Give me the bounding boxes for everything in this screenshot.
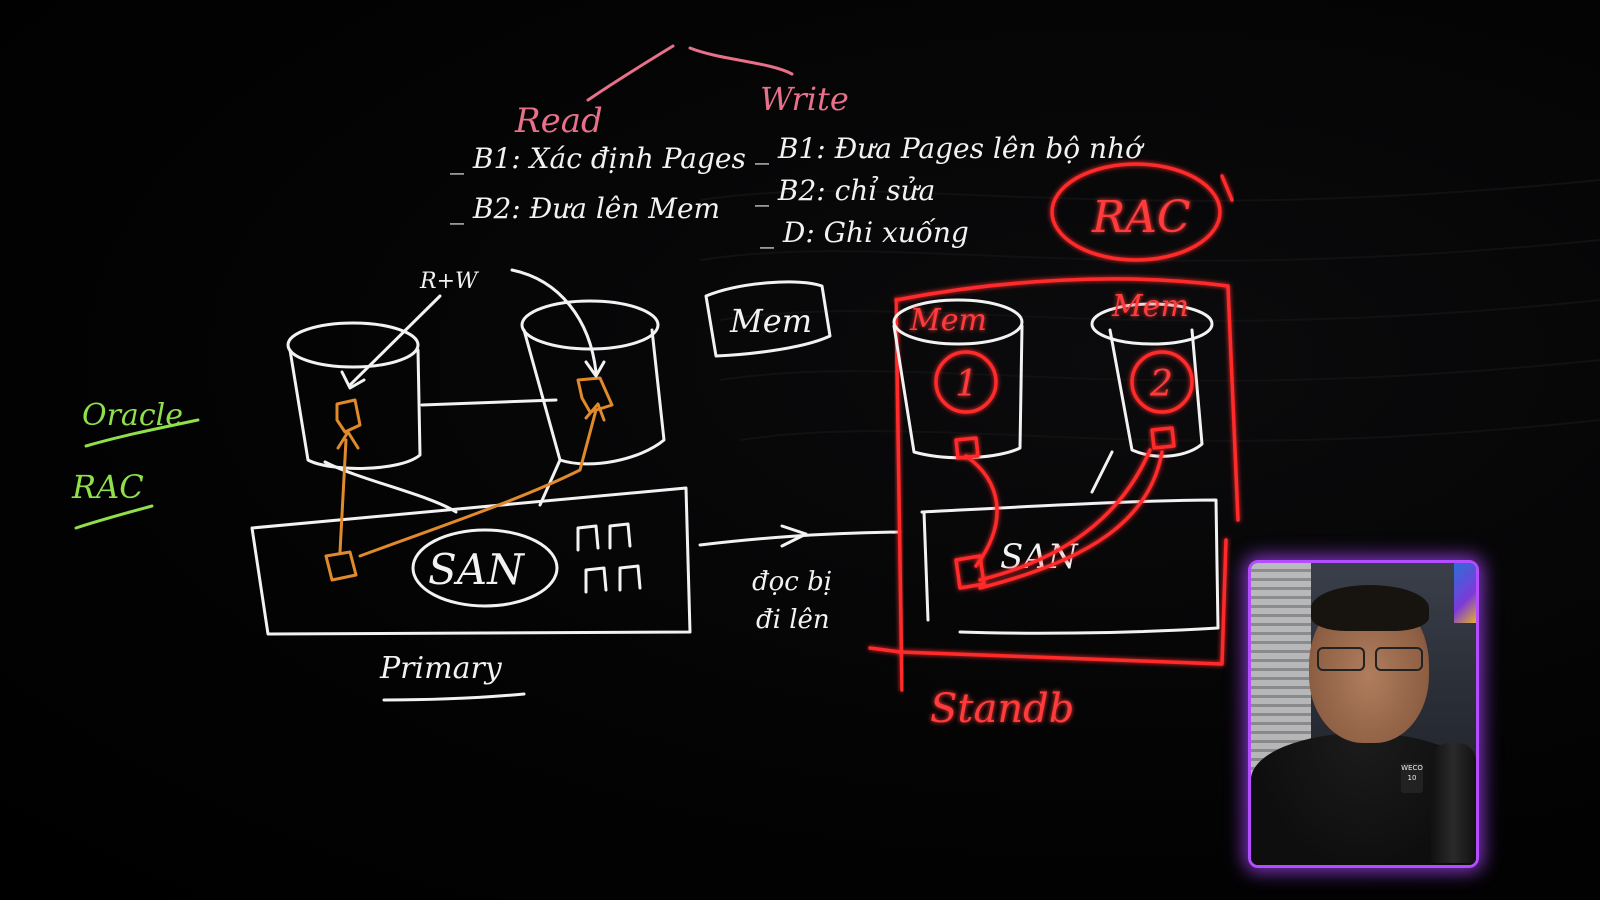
glasses-icon bbox=[1311, 647, 1427, 671]
page-icon bbox=[335, 398, 362, 434]
page-icon bbox=[954, 436, 980, 460]
write-step-1: _ B1: Đưa Pages lên bộ nhớ bbox=[755, 132, 1145, 165]
standby-node-2-number: 2 bbox=[1149, 364, 1173, 405]
page-icon bbox=[954, 554, 986, 590]
presenter-webcam: WECO 10 bbox=[1248, 560, 1479, 868]
primary-cluster: R+W SAN bbox=[250, 268, 692, 702]
standby-node-2-mem: Mem bbox=[1111, 289, 1189, 324]
wall-poster bbox=[1454, 563, 1476, 623]
disk-icons bbox=[576, 522, 642, 594]
primary-label: Primary bbox=[379, 651, 503, 686]
rac-side-label: RAC bbox=[71, 468, 144, 506]
transfer-note-2: đi lên bbox=[756, 605, 830, 635]
presenter-hair bbox=[1311, 585, 1429, 631]
primary-node-2 bbox=[520, 299, 666, 466]
standby-rac-circle bbox=[1050, 162, 1222, 262]
read-step-2: _ B2: Đưa lên Mem bbox=[450, 192, 720, 225]
oracle-underline bbox=[84, 418, 200, 448]
write-branch-line bbox=[688, 46, 794, 76]
background-waves bbox=[699, 179, 1600, 442]
page-icon bbox=[324, 550, 358, 582]
transfer-note-1: đọc bị bbox=[752, 567, 832, 597]
write-step-3: _ D: Ghi xuống bbox=[760, 216, 969, 249]
write-heading: Write bbox=[760, 80, 849, 118]
primary-rw-note: R+W bbox=[419, 269, 480, 294]
primary-san-label: SAN bbox=[428, 545, 525, 594]
primary-san-circle bbox=[411, 528, 559, 608]
read-branch-line bbox=[586, 44, 675, 102]
mem-box-label: Mem bbox=[729, 302, 812, 340]
primary-underline bbox=[382, 692, 526, 702]
read-heading: Read bbox=[514, 101, 603, 141]
standby-node-2-circle bbox=[1130, 350, 1194, 414]
standby-node-1-number: 1 bbox=[955, 364, 978, 405]
microphone-icon bbox=[1431, 743, 1476, 863]
standby-cluster: RAC Mem 1 Mem 2 bbox=[868, 162, 1240, 732]
page-icon bbox=[1150, 426, 1176, 450]
read-step-1: _ B1: Xác định Pages bbox=[450, 142, 746, 175]
mem-box: Mem bbox=[704, 280, 832, 358]
transfer-arrow: đọc bị đi lên bbox=[698, 524, 902, 635]
standby-label: Standb bbox=[930, 686, 1074, 732]
write-step-2: _ B2: chỉ sửa bbox=[755, 174, 935, 207]
standby-node-2: Mem 2 bbox=[1090, 289, 1214, 458]
standby-rac-label: RAC bbox=[1091, 192, 1191, 243]
standby-node-1: Mem 1 bbox=[892, 298, 1024, 460]
primary-node-1 bbox=[286, 321, 422, 470]
rac-underline bbox=[74, 504, 154, 530]
shirt-badge: WECO 10 bbox=[1401, 763, 1423, 793]
standby-node-1-mem: Mem bbox=[909, 303, 987, 338]
standby-node-1-circle bbox=[934, 350, 998, 414]
